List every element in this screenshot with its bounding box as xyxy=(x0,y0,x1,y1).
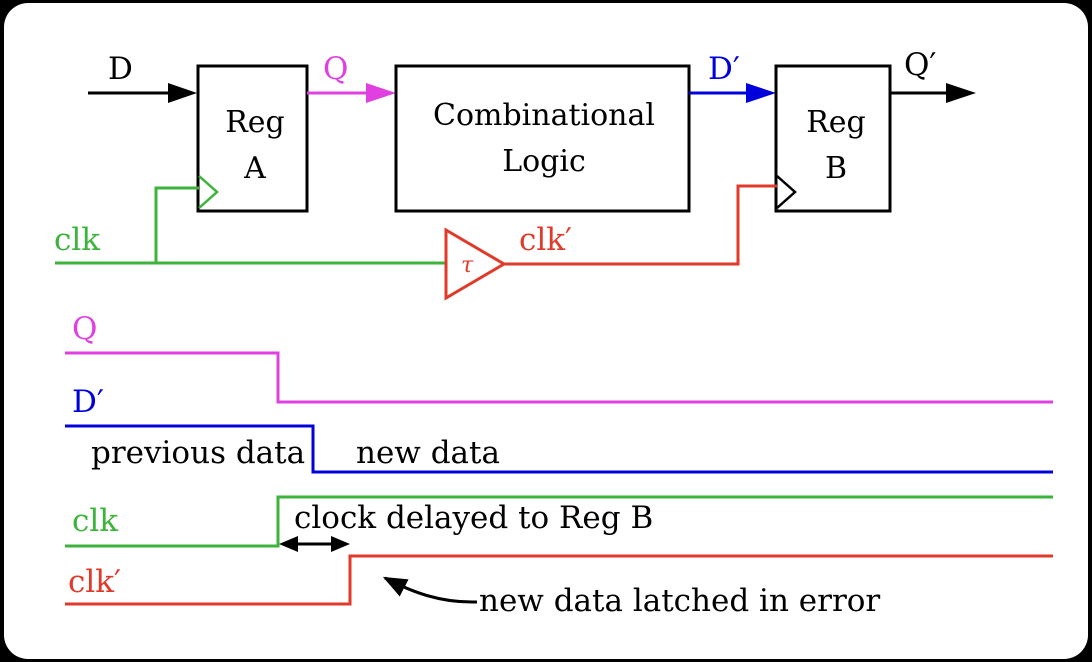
panel-background xyxy=(4,3,1088,659)
d-prime-wire xyxy=(689,83,776,103)
reg-a-box xyxy=(196,64,309,213)
timing-clk-prime-waveform xyxy=(65,554,1053,606)
delay-buffer-symbol: τ xyxy=(461,253,474,278)
clk-prime-wire xyxy=(504,184,777,266)
combinational-logic-box xyxy=(394,64,691,213)
logic-label-line2: Logic xyxy=(502,144,586,179)
d-input-label: D xyxy=(108,51,133,87)
timing-clk-waveform xyxy=(65,495,1053,548)
q-prime-output-wire xyxy=(890,83,976,103)
timing-d-prime-waveform xyxy=(65,424,1053,474)
timing-clk-prime-label: clk′ xyxy=(68,564,121,600)
delay-buffer-triangle xyxy=(444,227,507,301)
new-data-label: new data xyxy=(356,435,500,471)
timing-d-prime-label: D′ xyxy=(72,384,104,420)
d-prime-wire-label: D′ xyxy=(708,51,740,87)
d-input-wire xyxy=(88,83,197,103)
previous-data-label: previous data xyxy=(91,435,305,471)
clock-delay-note: clock delayed to Reg B xyxy=(294,500,653,536)
logic-label-line1: Combinational xyxy=(433,98,655,133)
clk-prime-wire-label: clk′ xyxy=(519,222,572,258)
reg-b-label-line2: B xyxy=(825,151,847,186)
delay-span-arrow xyxy=(279,536,350,552)
clk-wire xyxy=(55,186,446,265)
timing-q-waveform xyxy=(65,351,1053,404)
reg-a-label-line1: Reg xyxy=(225,105,285,140)
reg-b-label-line1: Reg xyxy=(806,105,866,140)
q-wire xyxy=(307,83,396,103)
reg-a-label-line2: A xyxy=(243,151,266,186)
q-wire-label: Q xyxy=(323,51,348,87)
q-prime-output-label: Q′ xyxy=(904,47,936,83)
clk-wire-label: clk xyxy=(54,222,100,258)
timing-q-label: Q xyxy=(72,311,97,347)
timing-clk-label: clk xyxy=(72,503,118,539)
error-pointer-arrow xyxy=(382,576,478,604)
reg-b-box xyxy=(774,64,892,213)
error-note: new data latched in error xyxy=(479,583,880,619)
